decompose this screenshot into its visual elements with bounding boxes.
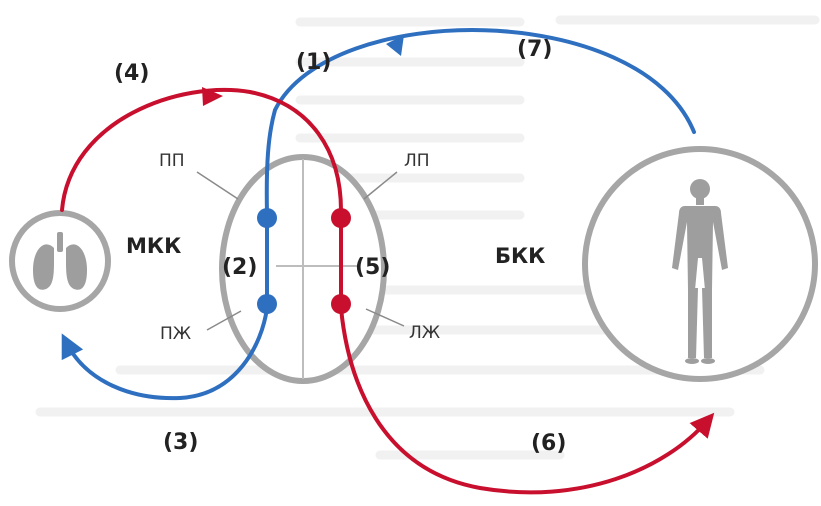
label-step-1: (1) <box>296 50 331 75</box>
label-lp: ЛП <box>404 151 430 171</box>
label-step-3: (3) <box>163 430 198 455</box>
leader-lzh <box>365 308 405 327</box>
path-arterial-systemic <box>339 306 715 495</box>
label-step-6: (6) <box>531 431 566 456</box>
lungs-circle <box>9 210 111 312</box>
arrow-head-red-top <box>202 87 223 106</box>
leader-pp <box>196 171 239 200</box>
body-circle <box>582 146 818 382</box>
human-silhouette-icon <box>672 179 728 364</box>
dot-right-ventricle <box>257 294 277 314</box>
label-step-4: (4) <box>114 61 149 86</box>
arrow-head-top-blue <box>386 35 404 56</box>
lungs-node <box>9 210 111 312</box>
path-venous-systemic <box>264 28 696 216</box>
label-mkk: МКК <box>126 234 181 258</box>
label-pp: ПП <box>159 151 185 171</box>
leader-lp <box>363 171 398 200</box>
dot-right-atrium <box>257 208 277 228</box>
label-lzh: ЛЖ <box>409 323 440 343</box>
body-node <box>582 146 818 382</box>
label-bkk: БКК <box>495 244 545 268</box>
label-step-7: (7) <box>517 37 552 62</box>
label-pzh: ПЖ <box>160 324 191 344</box>
path-venous-pulmonary <box>61 306 269 401</box>
path-arterial-pulmonary <box>60 87 344 216</box>
dot-left-ventricle <box>331 294 351 314</box>
label-step-2: (2) <box>222 255 257 280</box>
label-step-5: (5) <box>355 255 390 280</box>
leader-pzh <box>206 310 242 331</box>
dot-left-atrium <box>331 208 351 228</box>
lungs-icon <box>33 232 87 290</box>
